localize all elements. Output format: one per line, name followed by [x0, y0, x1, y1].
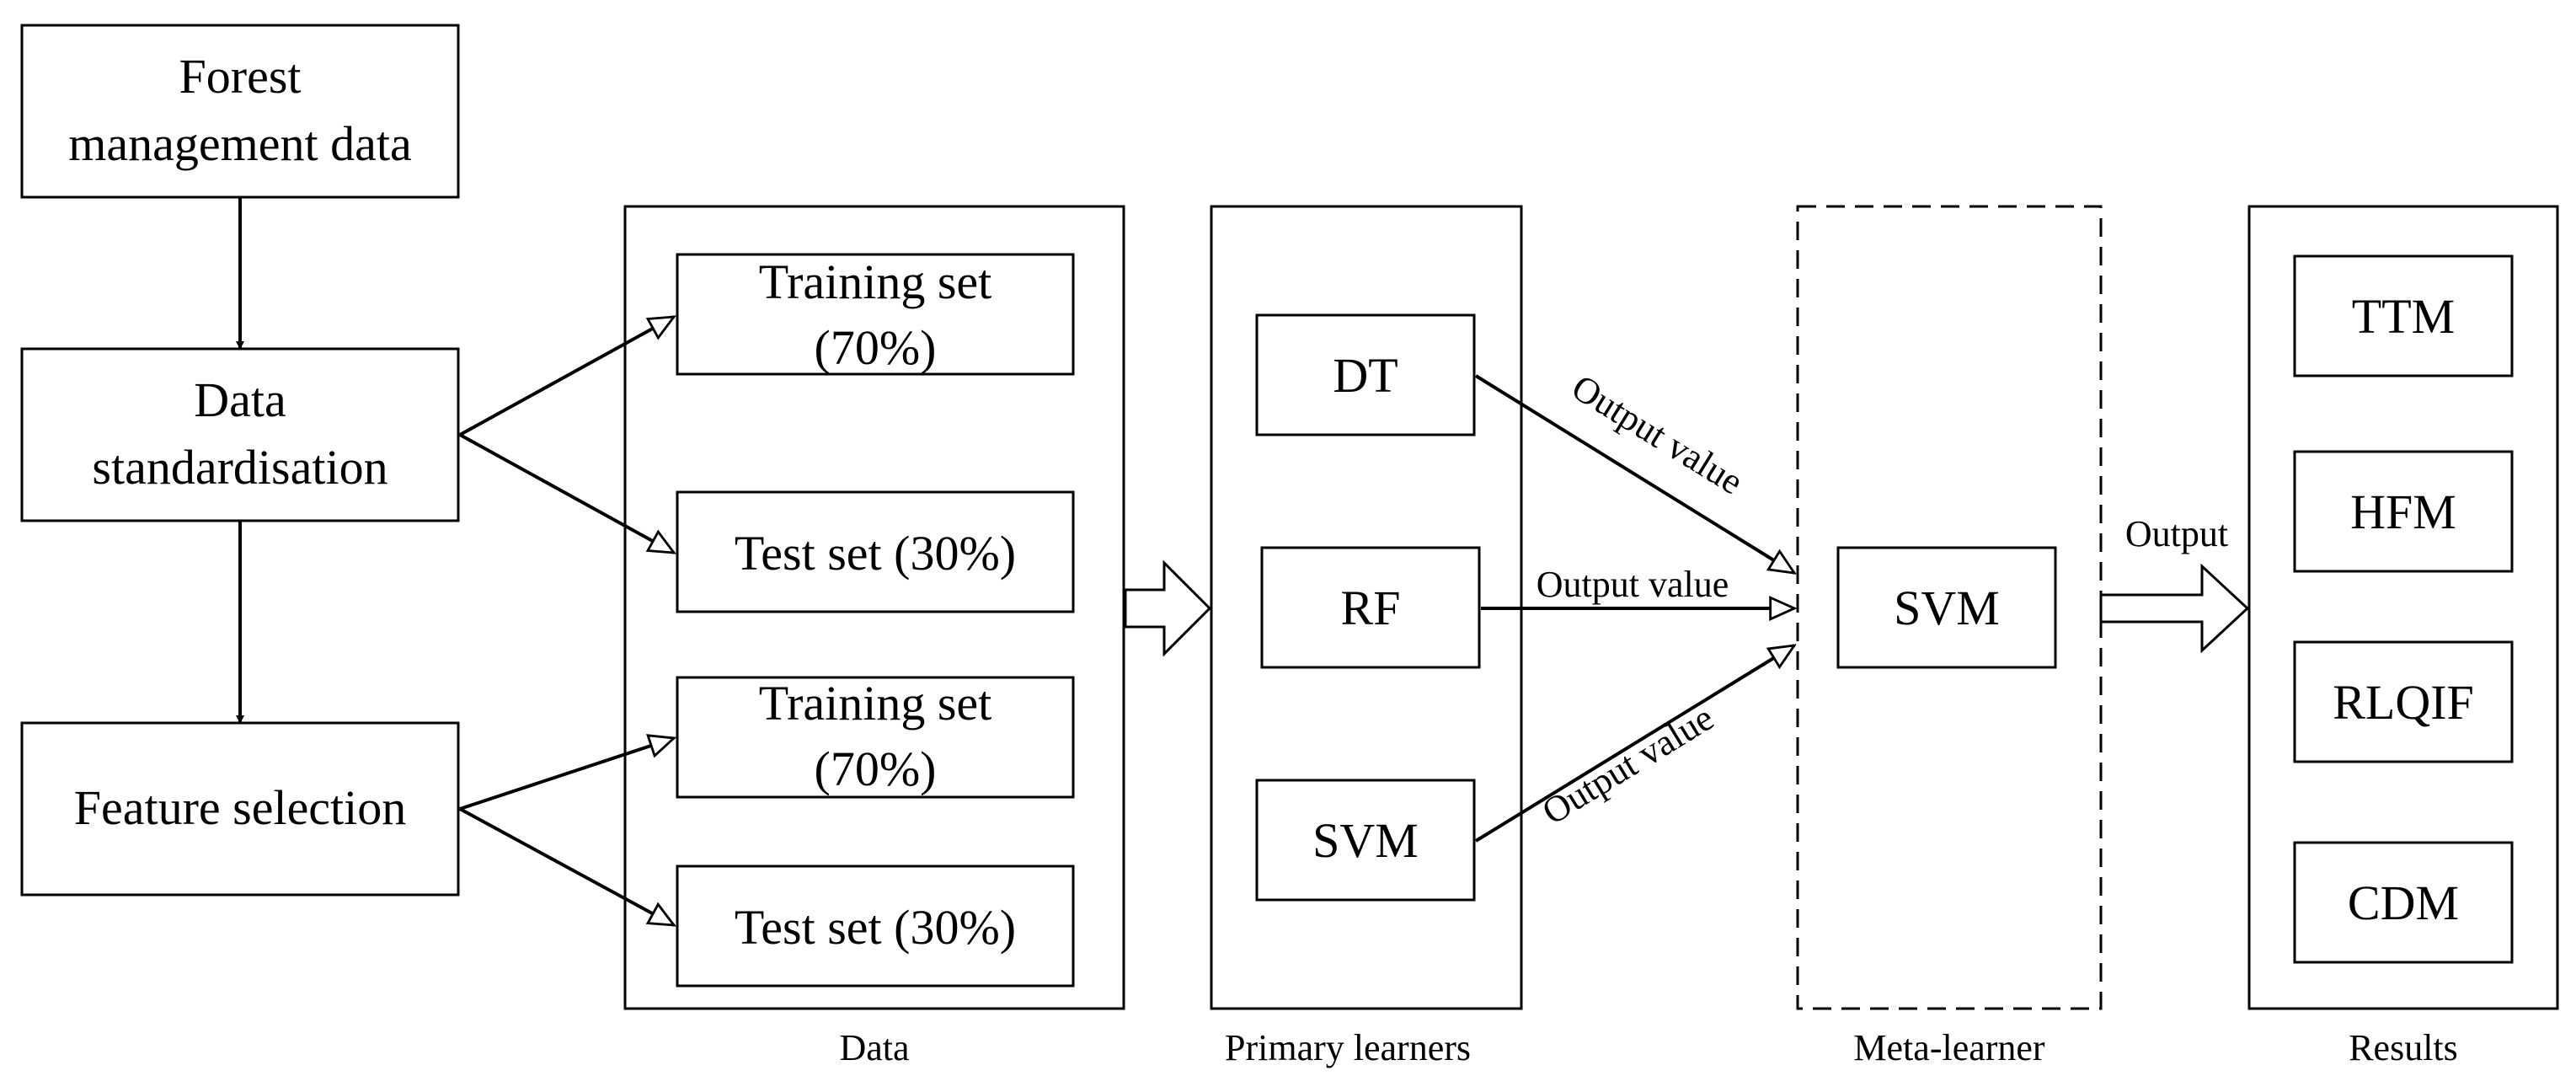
dt-output-value-label: Output value: [1565, 367, 1750, 503]
hfm-box: [2293, 450, 2514, 573]
svm-primary-box: [1255, 779, 1476, 902]
rlqif-box: [2293, 640, 2514, 763]
svm-output-arrow: [1474, 645, 1794, 843]
meta-learner-caption: Meta-learner: [1853, 1027, 2045, 1068]
data-standardisation-label-line1: Data: [194, 372, 286, 427]
ttm-label: TTM: [2352, 289, 2455, 344]
test-set-1-label: Test set (30%): [735, 526, 1016, 581]
training-set-1-label-line1: Training set: [759, 254, 992, 309]
forest-data-box: [20, 24, 460, 199]
results-caption: Results: [2349, 1027, 2458, 1068]
training-set-2-label-line1: Training set: [759, 676, 992, 731]
training-set-2-label-line2: (70%): [815, 741, 937, 796]
final-output-label: Output: [2125, 513, 2228, 554]
feature-to-training-arrow: [459, 738, 674, 811]
cdm-label: CDM: [2348, 875, 2459, 930]
dt-label: DT: [1333, 348, 1398, 403]
standardisation-to-test-arrow: [459, 433, 674, 554]
test-set-box-1: [676, 490, 1075, 613]
test-set-2-label: Test set (30%): [735, 900, 1016, 955]
data-group-caption: Data: [839, 1027, 909, 1068]
svm-primary-label: SVM: [1312, 813, 1419, 868]
training-set-box-1: [676, 253, 1075, 376]
training-set-box-2: [676, 676, 1075, 799]
meta-to-results-block-arrow: [2099, 563, 2250, 654]
ttm-box: [2293, 254, 2514, 377]
hfm-label: HFM: [2350, 484, 2456, 539]
rf-box: [1260, 546, 1481, 669]
dt-box: [1255, 313, 1476, 436]
feature-selection-box: [20, 721, 460, 897]
data-to-primary-block-arrow: [1124, 559, 1212, 657]
forest-data-label-line1: Forest: [179, 49, 302, 104]
rf-label: RF: [1341, 581, 1401, 635]
cdm-box: [2293, 841, 2514, 964]
standardisation-to-training-arrow: [459, 315, 674, 436]
primary-learners-caption: Primary learners: [1225, 1027, 1471, 1068]
svm-output-value-label: Output value: [1535, 697, 1720, 832]
svm-meta-box: [1836, 546, 2057, 669]
feature-to-test-arrow: [459, 807, 674, 927]
rlqif-label: RLQIF: [2333, 675, 2474, 730]
data-standardisation-box: [20, 347, 460, 522]
rf-output-value-label: Output value: [1537, 564, 1729, 605]
svm-meta-label: SVM: [1894, 581, 2000, 635]
dt-output-arrow: [1474, 374, 1794, 573]
feature-selection-label: Feature selection: [74, 780, 407, 835]
forest-data-label-line2: management data: [68, 116, 411, 171]
data-standardisation-label-line2: standardisation: [92, 440, 387, 495]
training-set-1-label-line2: (70%): [815, 320, 937, 375]
test-set-box-2: [676, 864, 1075, 988]
